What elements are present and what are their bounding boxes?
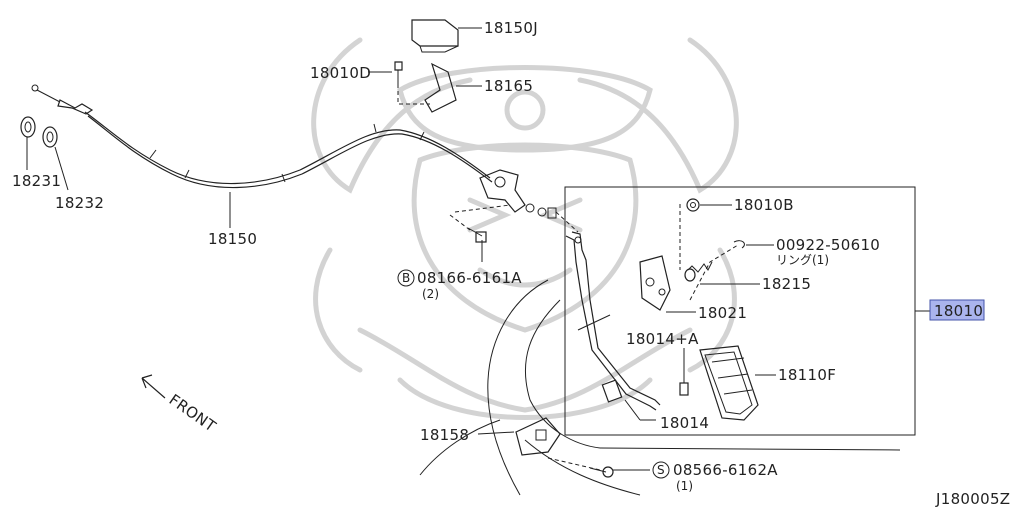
bolt-08166 (449, 204, 511, 243)
label-18010D: 18010D (310, 64, 371, 82)
nut-18010B (686, 198, 700, 212)
label-18010B: 18010B (734, 196, 794, 214)
watermark-logo (311, 37, 739, 420)
sub-00922: リング(1) (776, 253, 829, 267)
label-18158: 18158 (420, 426, 469, 444)
pedal-pad (699, 345, 759, 421)
label-18110F: 18110F (778, 366, 836, 384)
front-label: FRONT (166, 391, 220, 436)
label-08566: 08566-6162A (673, 461, 778, 479)
pedal-bracket (639, 255, 671, 311)
label-18215: 18215 (762, 275, 811, 293)
pedal-stopper (679, 382, 689, 396)
label-18010[interactable]: 18010 (934, 302, 983, 320)
stop-switch (515, 417, 614, 478)
qty-08566: (1) (676, 479, 693, 493)
label-18231: 18231 (12, 172, 61, 190)
pedal-arm (565, 231, 661, 411)
prefix-08166: B (402, 271, 410, 285)
label-18014: 18014 (660, 414, 709, 432)
leader-lines (26, 27, 930, 471)
floor-panel (419, 279, 901, 496)
label-18165: 18165 (484, 77, 533, 95)
figure-code: J180005Z (935, 490, 1010, 508)
label-18150: 18150 (208, 230, 257, 248)
label-18150J: 18150J (484, 19, 538, 37)
label-18232: 18232 (55, 194, 104, 212)
front-arrow: FRONT (141, 374, 220, 436)
qty-08166: (2) (422, 287, 439, 301)
highlight-box (929, 299, 985, 321)
prefix-08566: S (657, 463, 665, 477)
callout-08566: S 08566-6162A (1) (652, 461, 778, 493)
return-spring (679, 204, 745, 301)
label-00922: 00922-50610 (776, 236, 880, 254)
callout-08166: B 08166-6161A (2) (397, 269, 522, 301)
highlighted-part-18010[interactable]: 18010 (929, 299, 985, 321)
label-08166: 08166-6161A (417, 269, 522, 287)
label-18021: 18021 (698, 304, 747, 322)
grommet-parts (20, 116, 58, 148)
label-18014A: 18014+A (626, 330, 699, 348)
accelerator-cable (31, 84, 557, 219)
upper-brackets (394, 19, 459, 113)
